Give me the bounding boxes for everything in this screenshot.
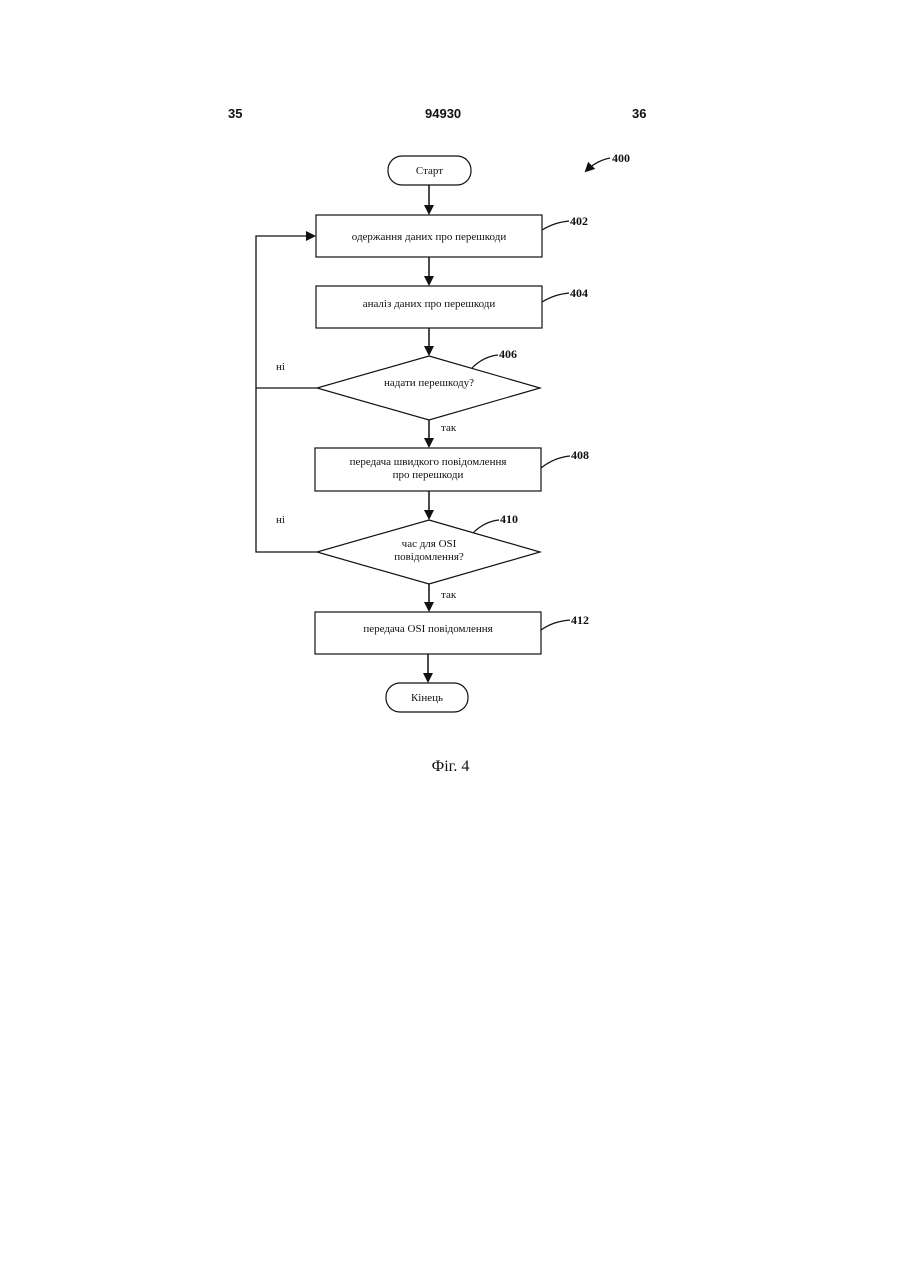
ref-412: 412 [571, 613, 589, 627]
step-412-text: передача OSI повідомлення [363, 623, 492, 635]
ref-leader-402 [542, 221, 569, 230]
label-no-406: ні [276, 361, 285, 373]
label-no-410: ні [276, 514, 285, 526]
ref-410: 410 [500, 512, 518, 526]
arrow-410-no-loop [256, 388, 317, 552]
step-408-line2: про перешкоди [393, 469, 464, 481]
figure-ref: 400 [612, 151, 630, 165]
step-410-line1: час для OSI [402, 538, 457, 550]
arrow-406-no-loop [256, 236, 317, 388]
label-yes-406: так [441, 422, 457, 434]
ref-408: 408 [571, 448, 589, 462]
step-402-text: одержання даних про перешкоди [352, 231, 507, 243]
ref-leader-412 [541, 620, 570, 630]
ref-leader-406 [472, 355, 498, 368]
ref-402: 402 [570, 214, 588, 228]
step-406-text: надати перешкоду? [384, 377, 474, 389]
start-label: Старт [416, 165, 443, 177]
step-404-text: аналіз даних про перешкоди [363, 298, 496, 310]
ref-404: 404 [570, 286, 588, 300]
step-410-line2: повідомлення? [394, 551, 464, 563]
ref-leader-404 [542, 293, 569, 302]
label-yes-410: так [441, 589, 457, 601]
ref-leader-410 [473, 520, 499, 533]
figure-caption: Фіг. 4 [0, 758, 901, 776]
step-408-line1: передача швидкого повідомлення [350, 456, 507, 468]
end-label: Кінець [411, 692, 443, 704]
figure-ref-arrow [586, 158, 610, 171]
ref-406: 406 [499, 347, 517, 361]
ref-leader-408 [541, 456, 570, 468]
